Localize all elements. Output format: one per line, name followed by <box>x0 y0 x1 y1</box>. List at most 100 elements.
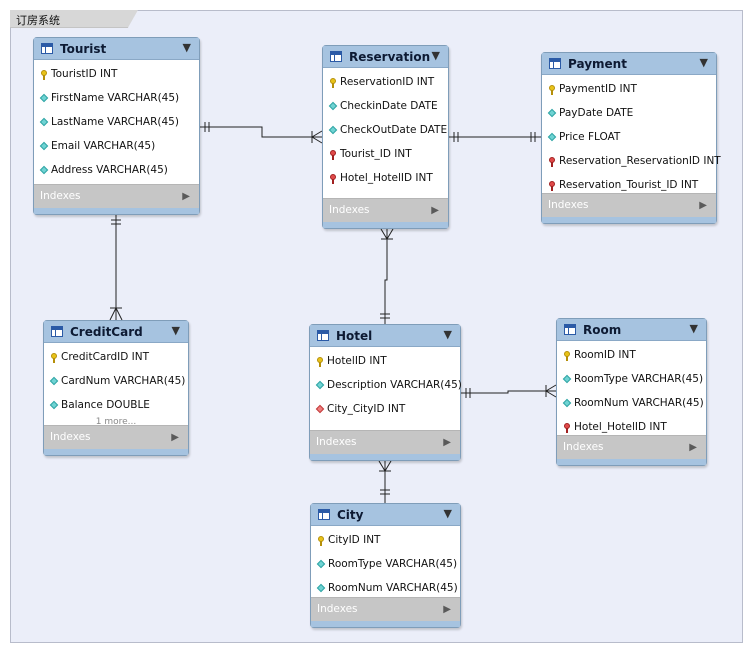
table-name: Room <box>583 323 622 337</box>
table-icon <box>549 58 561 69</box>
expand-arrow-icon[interactable]: ▶ <box>699 200 707 211</box>
primary-key-icon <box>563 351 571 361</box>
indexes-section[interactable]: Indexes ▶ <box>542 193 716 217</box>
table-icon <box>41 43 53 54</box>
foreign-key-icon <box>329 150 337 160</box>
table-name: CreditCard <box>70 325 143 339</box>
indexes-section[interactable]: Indexes ▶ <box>44 425 188 449</box>
table-header[interactable]: Payment ▼ <box>542 53 716 75</box>
column-row: CheckOutDate DATE <box>323 118 448 142</box>
column-label: CardNum VARCHAR(45) <box>61 375 186 387</box>
table-payment[interactable]: Payment ▼ PaymentID INT PayDate DATE Pri… <box>541 52 721 224</box>
rel-city-hotel <box>378 460 392 503</box>
column-label: PayDate DATE <box>559 107 634 119</box>
expand-arrow-icon[interactable]: ▶ <box>431 205 439 216</box>
column-label: RoomNum VARCHAR(45) <box>328 582 458 594</box>
table-reservation[interactable]: Reservation ▼ ReservationID INT CheckinD… <box>322 45 449 229</box>
column-row: PayDate DATE <box>542 101 716 125</box>
table-footer <box>557 459 706 465</box>
column-row: ReservationID INT <box>323 70 448 94</box>
more-columns-label[interactable]: 1 more... <box>95 417 137 427</box>
primary-key-icon <box>329 78 337 88</box>
table-header[interactable]: Tourist ▼ <box>34 38 199 60</box>
column-label: CheckOutDate DATE <box>340 124 448 136</box>
table-room[interactable]: Room ▼ RoomID INT RoomType VARCHAR(45) R… <box>556 318 707 466</box>
collapse-arrow-icon[interactable]: ▼ <box>171 324 180 337</box>
expand-arrow-icon[interactable]: ▶ <box>182 191 190 202</box>
indexes-section[interactable]: Indexes ▶ <box>310 430 460 454</box>
column-row: CreditCardID INT <box>44 345 188 369</box>
column-label: Reservation_Tourist_ID INT <box>559 179 699 191</box>
column-attribute-icon <box>49 376 59 386</box>
indexes-label: Indexes <box>548 199 589 211</box>
collapse-arrow-icon[interactable]: ▼ <box>689 322 698 335</box>
expand-arrow-icon[interactable]: ▶ <box>443 437 451 448</box>
indexes-section[interactable]: Indexes ▶ <box>557 435 706 459</box>
collapse-arrow-icon[interactable]: ▼ <box>699 56 708 69</box>
column-row: Address VARCHAR(45) <box>34 158 199 182</box>
indexes-section[interactable]: Indexes▶ <box>323 198 448 222</box>
collapse-arrow-icon[interactable]: ▼ <box>443 328 452 341</box>
column-row: RoomType VARCHAR(45) <box>311 552 460 576</box>
foreign-key-icon <box>548 181 556 191</box>
column-label: Address VARCHAR(45) <box>51 164 168 176</box>
primary-key-icon <box>40 70 48 80</box>
table-name: City <box>337 508 364 522</box>
expand-arrow-icon[interactable]: ▶ <box>689 442 697 453</box>
column-attribute-icon <box>39 93 49 103</box>
collapse-arrow-icon[interactable]: ▼ <box>443 507 452 520</box>
column-row: CityID INT <box>311 528 460 552</box>
table-header[interactable]: CreditCard ▼ <box>44 321 188 343</box>
table-header[interactable]: Reservation ▼ <box>323 46 448 68</box>
primary-key-icon <box>316 357 324 367</box>
column-row: RoomID INT <box>557 343 706 367</box>
indexes-section[interactable]: Indexes ▶ <box>34 184 199 208</box>
table-icon <box>330 51 342 62</box>
column-label: RoomID INT <box>574 349 636 361</box>
collapse-arrow-icon[interactable]: ▼ <box>182 41 191 54</box>
column-label: Description VARCHAR(45) <box>327 379 462 391</box>
table-footer <box>44 449 188 455</box>
rel-hotel-reservation <box>380 228 394 324</box>
column-attribute-icon <box>562 398 572 408</box>
expand-arrow-icon[interactable]: ▶ <box>443 604 451 615</box>
indexes-label: Indexes <box>40 190 81 202</box>
table-name: Payment <box>568 57 627 71</box>
primary-key-icon <box>548 85 556 95</box>
column-attribute-icon <box>328 125 338 135</box>
indexes-label: Indexes <box>563 441 604 453</box>
column-row: RoomNum VARCHAR(45) <box>557 391 706 415</box>
column-label: CreditCardID INT <box>61 351 150 363</box>
column-row: Email VARCHAR(45) <box>34 134 199 158</box>
column-row: City_CityID INT <box>310 397 460 421</box>
expand-arrow-icon[interactable]: ▶ <box>171 432 179 443</box>
table-creditcard[interactable]: CreditCard ▼ CreditCardID INT CardNum VA… <box>43 320 189 456</box>
indexes-label: Indexes <box>50 431 91 443</box>
table-header[interactable]: Room ▼ <box>557 319 706 341</box>
indexes-section[interactable]: Indexes▶ <box>311 597 460 621</box>
table-city[interactable]: City ▼ CityID INT RoomType VARCHAR(45) R… <box>310 503 461 628</box>
column-row: Reservation_Tourist_ID INT <box>542 173 716 197</box>
foreign-key-attribute-icon <box>315 404 325 414</box>
column-row: CheckinDate DATE <box>323 94 448 118</box>
column-label: RoomNum VARCHAR(45) <box>574 397 704 409</box>
column-attribute-icon <box>562 374 572 384</box>
indexes-label: Indexes <box>316 436 357 448</box>
column-row: Price FLOAT <box>542 125 716 149</box>
table-icon <box>564 324 576 335</box>
rel-reservation-payment <box>449 132 541 142</box>
table-footer <box>323 222 448 228</box>
table-header[interactable]: City ▼ <box>311 504 460 526</box>
column-label: CheckinDate DATE <box>340 100 438 112</box>
rel-tourist-reservation <box>200 122 323 144</box>
column-row: Reservation_ReservationID INT <box>542 149 721 173</box>
table-hotel[interactable]: Hotel ▼ HotelID INT Description VARCHAR(… <box>309 324 462 461</box>
table-tourist[interactable]: Tourist ▼ TouristID INT FirstName VARCHA… <box>33 37 200 215</box>
column-row: PaymentID INT <box>542 77 716 101</box>
column-label: Tourist_ID INT <box>340 148 412 160</box>
column-row: HotelID INT <box>310 349 460 373</box>
collapse-arrow-icon[interactable]: ▼ <box>431 49 440 62</box>
column-label: RoomType VARCHAR(45) <box>328 558 458 570</box>
table-header[interactable]: Hotel ▼ <box>310 325 460 347</box>
